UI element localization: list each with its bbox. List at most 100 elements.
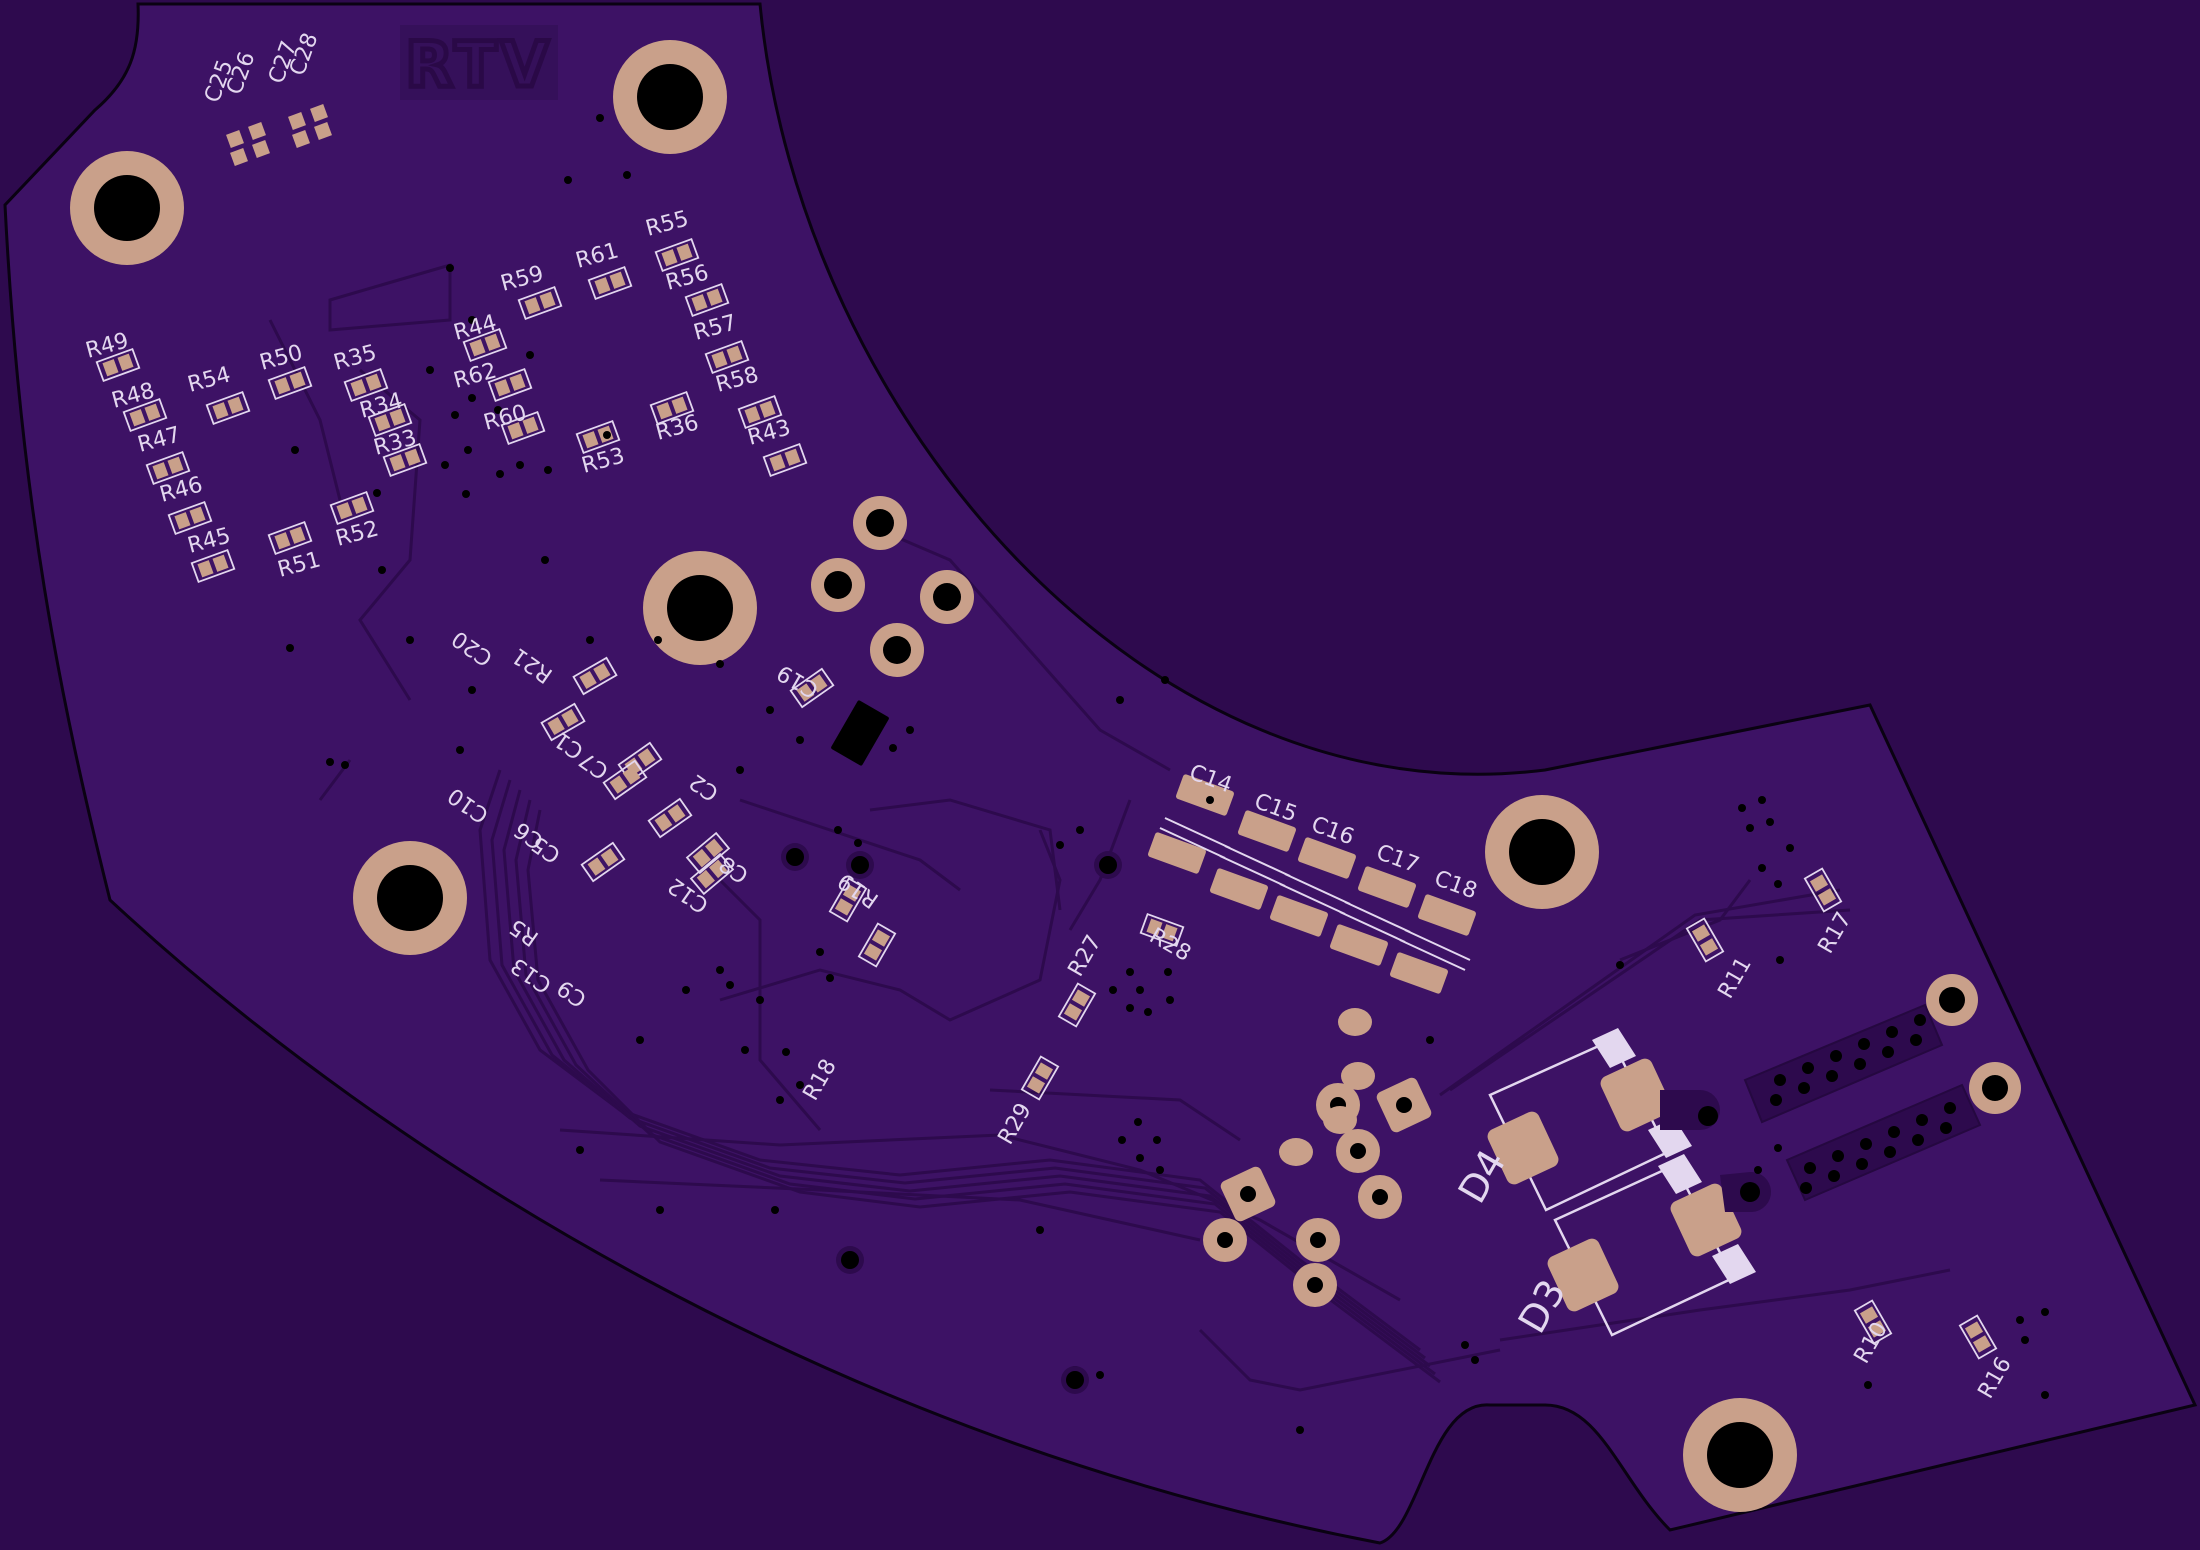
via [1161,676,1169,684]
via [1616,961,1624,969]
resistor-footprint [649,390,695,426]
header-pin [1802,1062,1814,1074]
mounting-hole [643,551,757,665]
resistor-footprint [500,410,546,446]
via [654,636,662,644]
header-pins [1770,1014,1956,1194]
via [2021,1336,2029,1344]
via [1126,1004,1134,1012]
via [456,746,464,754]
diode-d3 [1547,1154,1772,1337]
via [468,316,476,324]
via-large [1061,1366,1089,1394]
via [796,736,804,744]
via [1126,968,1134,976]
via [603,431,611,439]
via [636,1036,644,1044]
vias [286,114,2049,1434]
resistor-footprint [145,450,191,486]
via [1118,1136,1126,1144]
resistor-footprint [647,797,693,839]
via-large [836,1246,864,1274]
via [716,966,724,974]
via [426,366,434,374]
header-pin [1940,1122,1952,1134]
via [1056,841,1064,849]
resistor-footprint [1685,917,1725,963]
resistor-footprint [540,702,586,742]
resistor-footprint [95,347,141,383]
via [564,176,572,184]
via [576,1146,584,1154]
via [341,761,349,769]
ic-chip [831,700,889,766]
resistor-footprint [343,367,389,403]
resistor-footprint [580,841,626,883]
via [726,981,734,989]
through-hole-pads [811,496,2021,1307]
via [468,686,476,694]
via [1786,844,1794,852]
via [2041,1391,2049,1399]
header-pin [1854,1058,1866,1070]
header-pin [1826,1070,1838,1082]
resistor-footprint [267,520,313,556]
via [716,660,724,668]
via [1076,826,1084,834]
smd-pads [226,104,332,166]
via [1738,804,1746,812]
capacitor-bank-silk [1159,817,1471,971]
via [782,1048,790,1056]
resistor-footprint [1139,912,1185,948]
header-pin [1884,1146,1896,1158]
via [656,1206,664,1214]
resistor-footprint [737,394,783,430]
header-pin [1944,1102,1956,1114]
resistor-footprint [685,831,731,875]
via [1766,818,1774,826]
via [1164,968,1172,976]
via [756,996,764,1004]
via [854,839,862,847]
via [516,461,524,469]
resistor-footprint [122,397,168,433]
header-pin [1800,1182,1812,1194]
header-pin [1888,1126,1900,1138]
resistor-footprint [190,548,236,584]
via [682,986,690,994]
header-pin [1914,1014,1926,1026]
header-pin [1798,1082,1810,1094]
via [2016,1316,2024,1324]
mounting-hole [353,841,467,955]
header-pin [1916,1114,1928,1126]
header-pin [1832,1150,1844,1162]
via [286,644,294,652]
via [468,394,476,402]
capacitor-bank [1148,774,1476,994]
resistor-footprint [367,402,413,438]
via [1109,986,1117,994]
via [378,566,386,574]
header-pin [1858,1038,1870,1050]
via [1136,986,1144,994]
board-outline [3,2,2198,1545]
via [1153,1136,1161,1144]
resistor-footprint [205,390,251,426]
header-pin [1912,1134,1924,1146]
via [326,758,334,766]
via-large [781,843,809,871]
via [1774,880,1782,888]
via [526,351,534,359]
mounting-hole [1485,795,1599,909]
via-large [846,851,874,879]
resistor-footprint [587,265,633,301]
via [736,766,744,774]
via [796,1081,804,1089]
via [826,974,834,982]
resistor-footprint [654,237,700,273]
mounting-hole [70,151,184,265]
resistor-footprints [95,237,1998,1360]
via [1754,1166,1762,1174]
header-pin [1828,1170,1840,1182]
